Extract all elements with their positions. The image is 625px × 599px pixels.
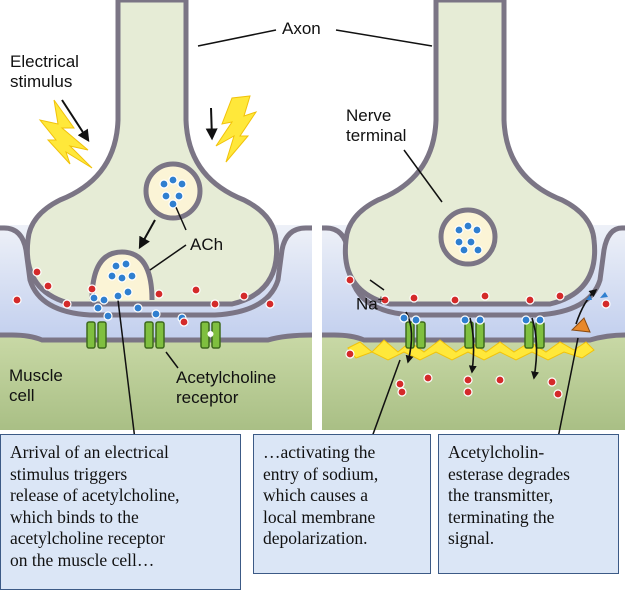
acetylcholine-molecule	[123, 287, 133, 297]
acetylcholine-molecule	[89, 293, 99, 303]
sodium-ion	[265, 299, 275, 309]
label-sodium: Na+	[356, 290, 384, 315]
label-nerve-terminal: Nerve terminal	[346, 106, 407, 145]
sodium-ion	[553, 389, 563, 399]
acetylcholine-molecule	[174, 191, 184, 201]
right-panel	[322, 0, 625, 449]
sodium-ion	[154, 289, 164, 299]
acetylcholine-molecule	[475, 315, 485, 325]
acetylcholine-molecule	[177, 179, 187, 189]
sodium-ion	[43, 281, 53, 291]
acetylcholine-molecule	[151, 309, 161, 319]
sodium-ion	[525, 295, 535, 305]
acetylcholine-molecule	[168, 199, 178, 209]
muscle-cell-region	[0, 335, 312, 430]
sodium-ion	[210, 299, 220, 309]
acetylcholine-molecule	[411, 315, 421, 325]
sodium-ion	[450, 295, 460, 305]
acetylcholine-molecule	[161, 191, 171, 201]
sodium-ion	[423, 373, 433, 383]
acetylcholine-molecule	[159, 179, 169, 189]
sodium-ion	[345, 275, 355, 285]
caption-release: Arrival of an electrical stimulus trigge…	[0, 434, 241, 590]
sodium-ion	[555, 291, 565, 301]
sodium-ion	[179, 317, 189, 327]
electrical-spark-left	[38, 95, 258, 169]
receptor-channels-left	[86, 321, 221, 349]
sodium-ion	[463, 387, 473, 397]
acetylcholine-molecule	[463, 221, 473, 231]
sodium-ion	[463, 375, 473, 385]
label-muscle-cell: Muscle cell	[9, 366, 63, 405]
acetylcholine-molecule	[133, 303, 143, 313]
sodium-ion	[87, 284, 97, 294]
sodium-ion	[480, 291, 490, 301]
acetylcholine-molecule	[111, 261, 121, 271]
synaptic-vesicle-right	[438, 207, 498, 267]
label-electrical-stimulus: Electrical stimulus	[10, 52, 79, 91]
nerve-terminal-left	[24, 0, 280, 307]
label-sodium-charge: +	[377, 294, 385, 306]
acetylcholine-molecule	[103, 311, 113, 321]
acetylcholine-molecule	[99, 295, 109, 305]
acetylcholine-molecule	[473, 245, 483, 255]
sodium-ion	[547, 377, 557, 387]
sodium-ion	[239, 291, 249, 301]
sodium-ion	[409, 293, 419, 303]
acetylcholine-molecule	[93, 303, 103, 313]
acetylcholine-molecule	[466, 237, 476, 247]
acetylcholinesterase-enzyme	[570, 288, 608, 333]
sodium-ion	[601, 299, 611, 309]
acetylcholine-molecule	[121, 259, 131, 269]
sodium-ion	[380, 295, 390, 305]
acetylcholine-molecule	[454, 225, 464, 235]
left-panel	[0, 0, 313, 599]
label-acetylcholine-receptor: Acetylcholine receptor	[176, 368, 277, 407]
acetylcholine-molecule	[127, 271, 137, 281]
acetylcholine-molecule	[521, 315, 531, 325]
acetylcholine-molecule	[472, 225, 482, 235]
acetylcholine-molecule	[454, 237, 464, 247]
acetylcholine-molecule	[168, 175, 178, 185]
acetylcholine-molecule	[399, 313, 409, 323]
acetylcholine-molecule	[460, 315, 470, 325]
acetylcholine-molecule	[113, 291, 123, 301]
sodium-ion	[495, 375, 505, 385]
acetylcholine-molecule	[117, 273, 127, 283]
label-sodium-symbol: Na	[356, 294, 378, 314]
receptor-channels-right	[405, 321, 545, 349]
acetylcholine-molecule	[459, 245, 469, 255]
postsynaptic-membrane	[0, 332, 313, 343]
caption-sodium-entry: …activating the entry of sodium, which c…	[253, 434, 431, 574]
sodium-ion	[345, 349, 355, 359]
sodium-ion	[32, 267, 42, 277]
acetylcholine-molecule	[535, 315, 545, 325]
nerve-terminal-right	[342, 0, 598, 307]
sodium-ion	[191, 285, 201, 295]
sodium-ion	[395, 379, 405, 389]
caption-esterase: Acetylcholin- esterase degrades the tran…	[438, 434, 619, 574]
label-ach: ACh	[190, 235, 224, 254]
sodium-ion	[397, 387, 407, 397]
acetylcholine-molecule	[107, 271, 117, 281]
synaptic-vesicle-left	[143, 161, 203, 221]
label-axon: Axon	[282, 19, 321, 38]
sodium-ion	[12, 295, 22, 305]
sodium-ion	[62, 299, 72, 309]
